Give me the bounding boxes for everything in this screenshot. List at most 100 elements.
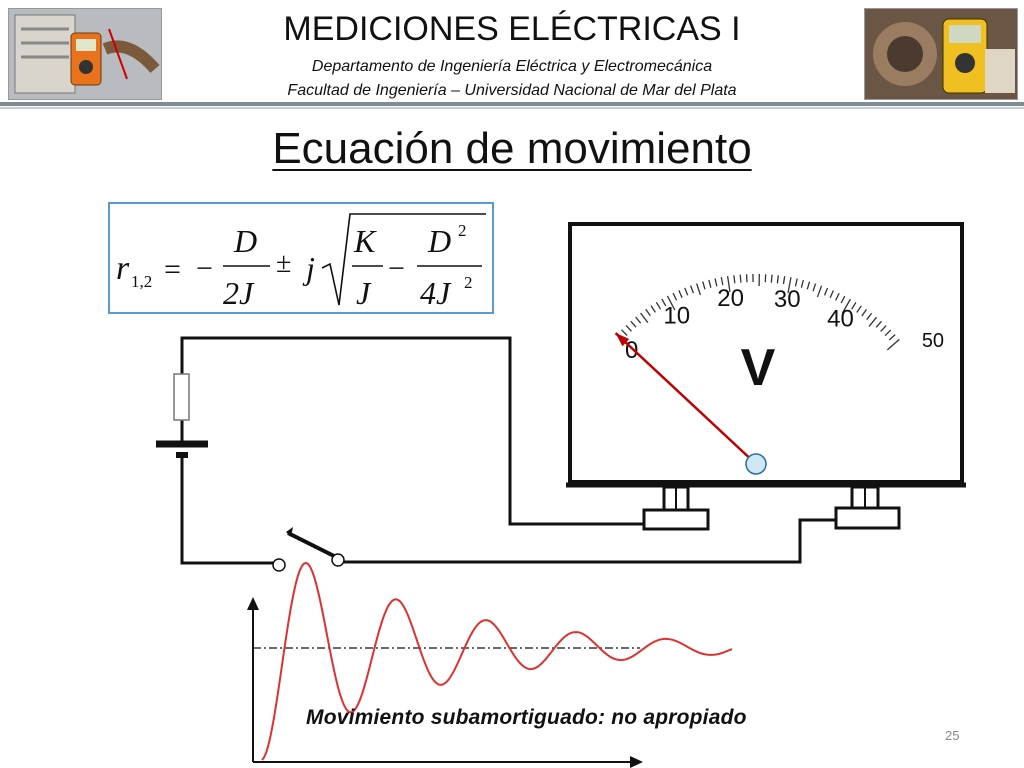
meter-tick <box>708 279 712 288</box>
meter-tick <box>829 290 834 299</box>
meter-tick <box>625 324 632 332</box>
meter-scale-label: 50 <box>922 330 944 352</box>
meter-needle-tip <box>615 333 630 347</box>
underdamped-response-curve <box>261 561 733 761</box>
meter-tick <box>782 276 786 285</box>
meter-tick <box>816 285 823 298</box>
meter-tick <box>851 302 857 310</box>
meter-tick <box>840 295 846 304</box>
formula-exponent: 2 <box>464 273 473 292</box>
meter-needle <box>614 332 757 465</box>
formula-numerator-d: D <box>233 223 257 259</box>
meter-tick <box>739 274 742 283</box>
meter-tick <box>684 287 689 296</box>
terminal-base-right <box>834 506 901 530</box>
meter-tick <box>621 329 628 336</box>
switch-lever <box>287 531 337 559</box>
multimeter-photo-right <box>864 8 1018 100</box>
meter-scale-label: 10 <box>663 303 690 330</box>
formula-minus-inner: − <box>388 252 405 285</box>
formula-plus-minus: ± <box>276 248 291 279</box>
slide-title-text: Ecuación de movimiento <box>272 124 752 173</box>
meter-tick <box>866 312 873 320</box>
meter-tick <box>733 275 736 284</box>
wire-bottom-left <box>180 456 275 565</box>
slide-title: Ecuación de movimiento <box>0 124 1024 174</box>
meter-tick <box>640 312 649 323</box>
formula-box <box>108 202 494 314</box>
terminal-base-left <box>642 508 710 531</box>
meter-tick <box>812 283 817 292</box>
meter-tick <box>841 298 851 314</box>
meter-tick <box>868 316 878 327</box>
switch-contact <box>272 558 286 572</box>
plot-x-axis-arrow <box>630 756 643 768</box>
header-divider-light <box>0 107 1024 109</box>
meter-tick <box>856 305 862 313</box>
resistor <box>173 373 190 421</box>
formula-exponent: 2 <box>458 221 467 240</box>
square-root-sign <box>321 213 486 306</box>
plot-y-axis-arrow <box>247 597 259 610</box>
multimeter-photo-left <box>8 8 162 100</box>
meter-tick <box>726 276 731 293</box>
formula-minus: − <box>196 252 213 285</box>
meter-tick <box>714 278 718 287</box>
meter-tick <box>696 283 702 296</box>
meter-tick <box>672 292 678 301</box>
formula-equals: = <box>164 253 181 286</box>
formula-imaginary-j: j <box>302 250 315 286</box>
meter-tick <box>861 309 868 317</box>
meter-pivot <box>745 453 767 475</box>
header-divider <box>0 102 1024 106</box>
switch-lever-tip <box>286 527 293 537</box>
meter-scale-label: 40 <box>827 305 854 332</box>
circuit-wiring <box>180 336 836 565</box>
meter-tick <box>787 277 792 294</box>
meter-tick <box>806 281 811 290</box>
meter-tick <box>645 308 651 317</box>
meter-tick <box>678 290 683 298</box>
meter-tick <box>794 278 798 287</box>
meter-tick <box>702 281 706 290</box>
meter-tick <box>635 316 642 324</box>
faculty-subtitle: Facultad de Ingeniería – Universidad Nac… <box>287 82 737 99</box>
meter-tick <box>770 274 773 283</box>
multimeter-illustration <box>865 9 1017 99</box>
switch <box>272 527 345 572</box>
response-plot <box>247 561 733 768</box>
meter-tick <box>661 298 667 307</box>
meter-tick <box>655 301 662 310</box>
page-number: 25 <box>945 728 960 743</box>
formula-lhs: r <box>116 250 130 287</box>
formula-denominator-4j-squared: 4J <box>420 275 452 311</box>
meter-tick <box>884 329 892 337</box>
equation-of-motion-formula: r 1,2 = − D 2J ± j K J − D 2 4J 2 <box>116 213 486 311</box>
meter-tick <box>875 320 882 328</box>
formula-denominator-j: J <box>356 275 372 311</box>
response-caption: Movimiento subamortiguado: no apropiado <box>306 706 747 729</box>
meter-tick <box>666 295 676 311</box>
meter-tick <box>835 292 840 301</box>
formula-denominator-2j: 2J <box>223 275 255 311</box>
meter-tick <box>650 305 656 313</box>
meter-tick <box>888 334 896 341</box>
wire-bottom-right <box>344 518 836 564</box>
meter-tick <box>800 279 805 288</box>
meter-tick <box>720 277 724 286</box>
course-title: MEDICIONES ELÉCTRICAS I <box>283 10 741 48</box>
meter-tick <box>823 287 829 296</box>
meter-tick <box>630 320 637 328</box>
meter-scale-label: 30 <box>774 286 801 313</box>
switch-pivot <box>331 553 345 567</box>
meter-tick <box>776 275 780 284</box>
meter-tick <box>886 338 900 351</box>
department-subtitle: Departamento de Ingeniería Eléctrica y E… <box>311 58 713 75</box>
formula-numerator-d-squared: D <box>427 223 451 259</box>
meter-tick <box>690 285 695 294</box>
formula-lhs-subscript: 1,2 <box>131 272 152 291</box>
meter-unit-label: V <box>741 339 776 397</box>
